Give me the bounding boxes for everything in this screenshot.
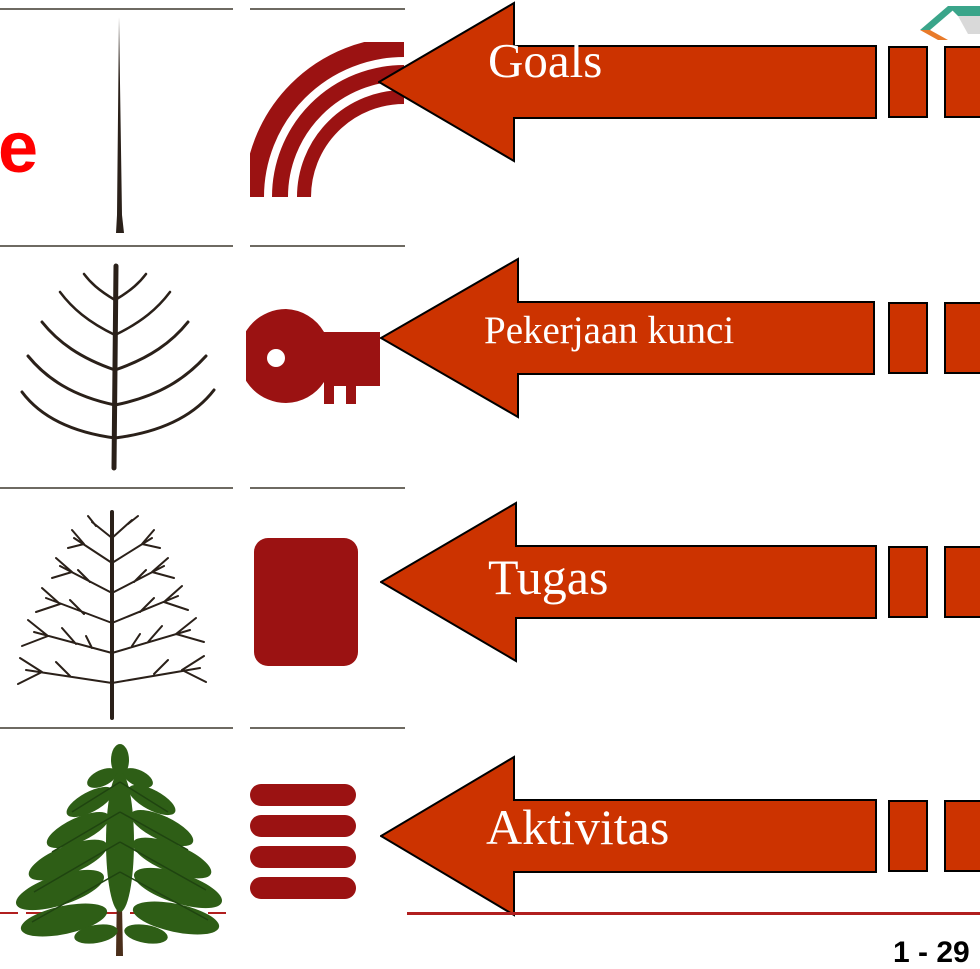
logo-icon <box>920 6 980 40</box>
tasks-label: Tugas <box>488 549 609 605</box>
tail-bar <box>944 302 980 374</box>
tail-bar <box>888 800 928 872</box>
divider-right-top <box>250 8 405 10</box>
goals-label: Goals <box>488 33 603 88</box>
tail-bar <box>888 546 928 618</box>
divider-left-2 <box>0 487 233 489</box>
tasks-arrow <box>380 501 877 663</box>
divider-right-2 <box>250 487 405 489</box>
divider-right-3 <box>250 727 405 729</box>
key-jobs-label: Pekerjaan kunci <box>484 309 735 352</box>
branching-twig-tree-icon <box>17 510 207 720</box>
goals-arrow <box>378 1 877 163</box>
tail-bar <box>944 46 980 118</box>
bare-trunk-tree-icon <box>116 17 124 233</box>
divider-left-1 <box>0 245 233 247</box>
divider-left-top <box>0 8 233 10</box>
divider-left-bottom <box>0 912 233 914</box>
conifer-tree-icon <box>16 744 222 956</box>
slide-title-fragment: e <box>0 108 39 188</box>
stacked-bars-icon <box>250 784 356 899</box>
tail-bar <box>888 46 928 118</box>
slide-number: 1 - 29 <box>893 936 970 969</box>
rounded-square-icon <box>254 538 358 666</box>
rainbow-arcs-icon <box>250 42 405 198</box>
key-icon <box>246 309 380 404</box>
footer-rule <box>407 912 980 915</box>
activities-arrow <box>380 755 877 917</box>
divider-right-1 <box>250 245 405 247</box>
divider-left-3 <box>0 727 233 729</box>
tail-bar <box>944 800 980 872</box>
tail-bar <box>888 302 928 374</box>
sparse-branch-tree-icon <box>20 263 216 471</box>
tail-bar <box>944 546 980 618</box>
key-jobs-arrow <box>380 257 875 419</box>
activities-label: Aktivitas <box>486 799 670 855</box>
